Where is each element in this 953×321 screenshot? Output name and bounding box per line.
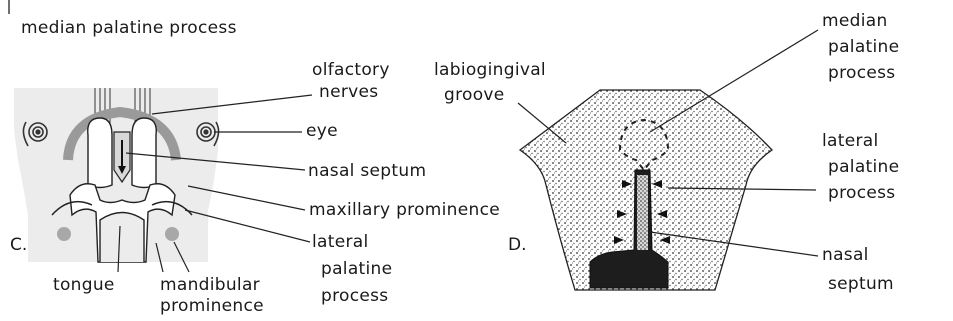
panel-d-drawing bbox=[518, 30, 818, 290]
top-caption: median palatine process bbox=[21, 18, 237, 39]
label-process-lateral-d: process bbox=[828, 183, 895, 204]
panel-d-letter: D. bbox=[508, 235, 527, 255]
label-olfactory: olfactory bbox=[312, 60, 390, 81]
label-lateral-c: lateral bbox=[312, 232, 369, 253]
label-nasal-septum-c: nasal septum bbox=[308, 161, 426, 182]
label-median-d: median bbox=[822, 11, 888, 32]
panel-c-letter: C. bbox=[10, 235, 27, 255]
label-mandibular: mandibular bbox=[160, 275, 260, 296]
label-lateral-d: lateral bbox=[822, 131, 879, 152]
label-nasal-d: nasal bbox=[822, 245, 869, 266]
label-groove: groove bbox=[444, 85, 505, 106]
panel-c-drawing bbox=[14, 88, 312, 272]
label-olfactory-nerves: nerves bbox=[319, 82, 378, 103]
label-mandibular-prominence: prominence bbox=[160, 296, 264, 317]
label-tongue: tongue bbox=[53, 275, 115, 296]
label-palatine-lateral-d: palatine bbox=[828, 157, 899, 178]
label-maxillary-prominence: maxillary prominence bbox=[309, 200, 500, 221]
label-process-median-d: process bbox=[828, 63, 895, 84]
label-process-c: process bbox=[321, 286, 388, 307]
label-septum-d: septum bbox=[828, 274, 894, 295]
label-labiogingival: labiogingival bbox=[434, 60, 546, 81]
label-eye: eye bbox=[306, 121, 338, 142]
label-palatine-c: palatine bbox=[321, 259, 392, 280]
label-palatine-median-d: palatine bbox=[828, 37, 899, 58]
tongue-shape bbox=[100, 213, 144, 263]
